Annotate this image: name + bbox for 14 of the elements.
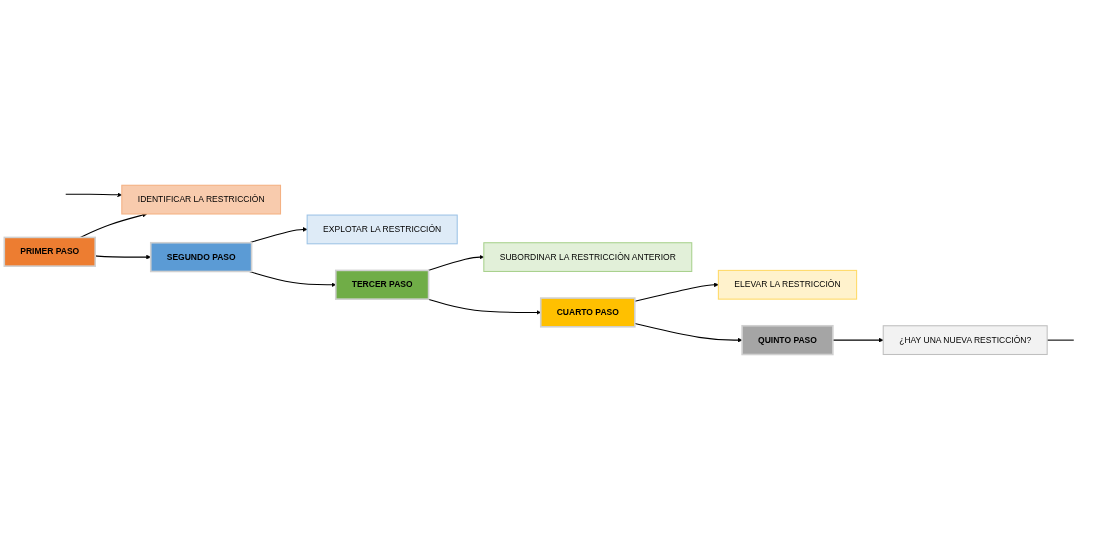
node-box: EXPLOTAR LA RESTRICCIÓN <box>306 214 458 245</box>
node-box: TERCER PASO <box>334 269 430 301</box>
node-box: ¿HAY UNA NUEVA RESTICCIÒN? <box>882 325 1048 356</box>
arrow <box>634 323 743 343</box>
node-box: IDENTIFICAR LA RESTRICCIÒN <box>121 184 282 215</box>
node-box: SUBORDINAR LA RESTRICCIÒN ANTERIOR <box>483 242 693 273</box>
node-box: QUINTO PASO <box>741 325 834 356</box>
node-box: ELEVAR LA RESTRICCIÒN <box>717 270 858 300</box>
arrow <box>634 282 719 302</box>
arrow <box>427 298 541 315</box>
arrow <box>832 337 884 343</box>
node-box: CUARTO PASO <box>539 297 636 328</box>
node-box: PRIMER PASO <box>3 236 96 268</box>
node-box: SEGUNDO PASO <box>149 242 253 273</box>
